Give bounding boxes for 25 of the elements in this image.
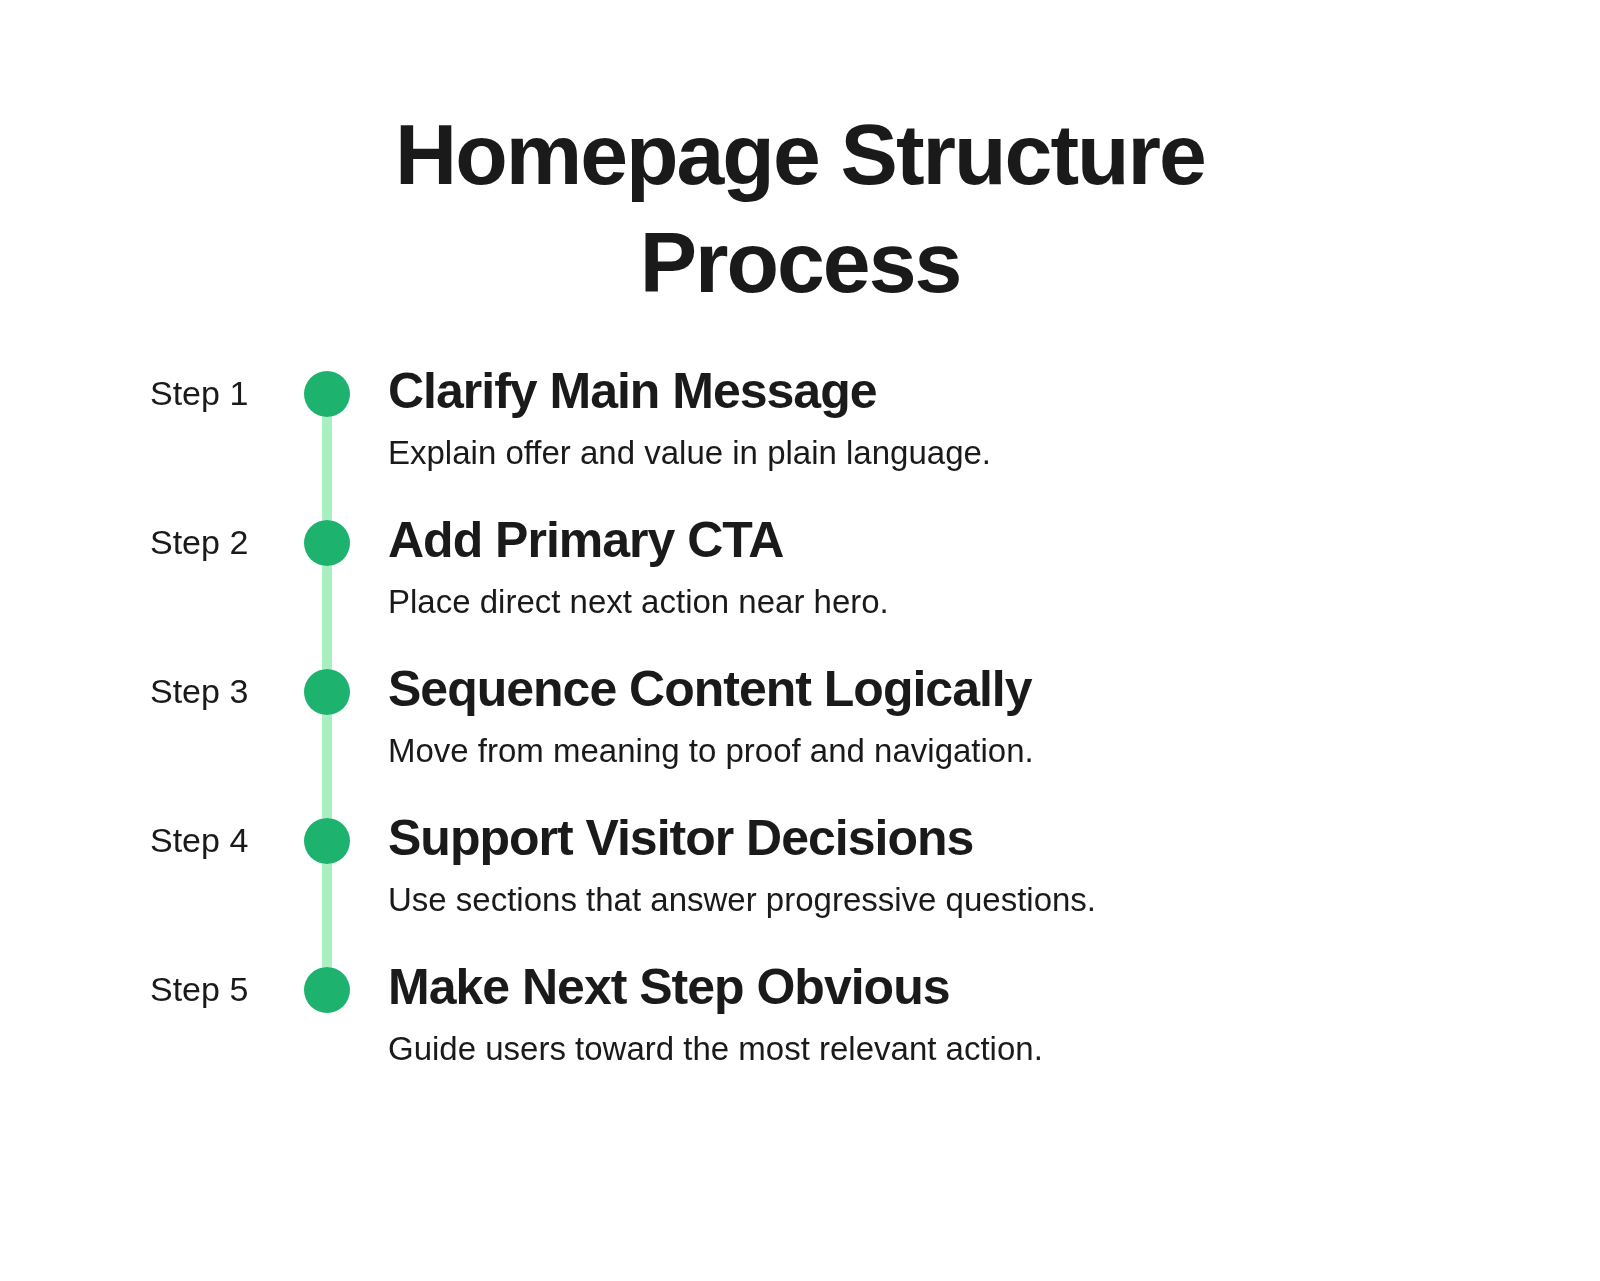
step-description: Move from meaning to proof and navigation.: [388, 732, 1034, 770]
step-heading: Clarify Main Message: [388, 362, 877, 420]
timeline-dot: [304, 520, 350, 566]
timeline-line: [322, 715, 332, 818]
timeline-line: [322, 864, 332, 967]
step-label: Step 3: [150, 672, 250, 711]
step-description: Use sections that answer progressive questions.: [388, 881, 1097, 919]
step-heading: Make Next Step Obvious: [388, 958, 950, 1016]
step-label: Step 2: [150, 523, 250, 562]
step-description: Place direct next action near hero.: [388, 583, 889, 621]
timeline-dot: [304, 669, 350, 715]
timeline-dot: [304, 967, 350, 1013]
step-description: Guide users toward the most relevant action.: [388, 1030, 1043, 1068]
step-heading: Add Primary CTA: [388, 511, 784, 569]
timeline-line: [322, 417, 332, 520]
step-heading: Support Visitor Decisions: [388, 809, 974, 867]
timeline-line: [322, 566, 332, 669]
step-heading: Sequence Content Logically: [388, 660, 1032, 718]
step-label: Step 4: [150, 821, 250, 860]
step-label: Step 5: [150, 970, 250, 1009]
step-label: Step 1: [150, 374, 250, 413]
timeline-dot: [304, 371, 350, 417]
step-description: Explain offer and value in plain language.: [388, 434, 991, 472]
title: Homepage Structure Process: [394, 105, 1206, 312]
timeline-dot: [304, 818, 350, 864]
